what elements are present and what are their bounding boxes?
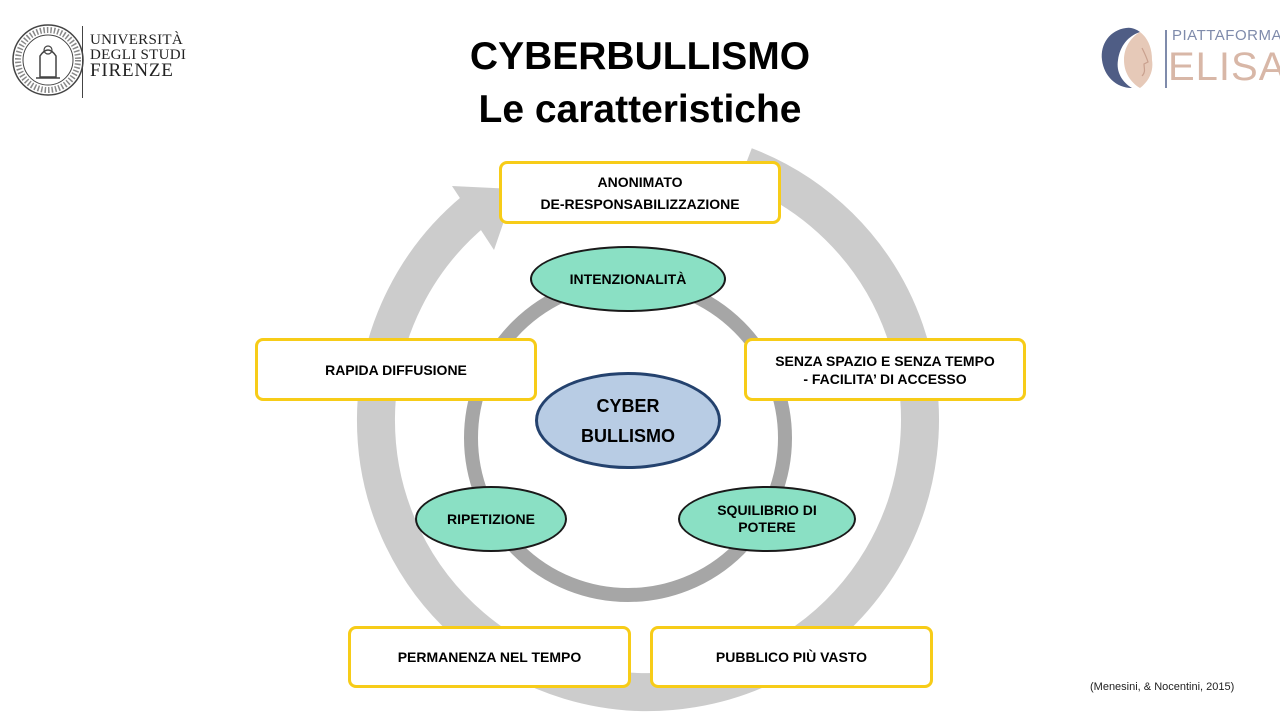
unifi-line-3: FIRENZE (90, 60, 174, 81)
box-senza-line-1: SENZA SPAZIO E SENZA TEMPO (775, 352, 995, 369)
box-senza-spazio: SENZA SPAZIO E SENZA TEMPO - FACILITA’ D… (744, 338, 1026, 401)
page-subtitle: Le caratteristiche (478, 88, 802, 131)
unifi-wordmark: UNIVERSITÀ DEGLI STUDI FIRENZE (90, 32, 187, 81)
box-anonimato-line-2: DE-RESPONSABILIZZAZIONE (540, 195, 740, 212)
ellipse-ripetizione: RIPETIZIONE (415, 486, 567, 552)
center-line-1: CYBER (596, 395, 660, 416)
box-rapida-diffusione: RAPIDA DIFFUSIONE (255, 338, 537, 401)
elisa-small-text: PIATTAFORMA (1172, 27, 1280, 44)
box-anonimato: ANONIMATO DE-RESPONSABILIZZAZIONE (499, 161, 781, 224)
box-permanenza: PERMANENZA NEL TEMPO (348, 626, 631, 688)
ellipse-intenzionalita: INTENZIONALITÀ (530, 246, 726, 312)
ellipse-intenzionalita-label: INTENZIONALITÀ (569, 270, 687, 287)
citation: (Menesini, & Nocentini, 2015) (1090, 681, 1235, 693)
center-cyberbullismo: CYBER BULLISMO (535, 372, 721, 469)
elisa-big-text: ELISA (1168, 45, 1280, 89)
box-permanenza-label: PERMANENZA NEL TEMPO (397, 649, 582, 665)
ellipse-ripetizione-label: RIPETIZIONE (447, 510, 535, 527)
elisa-face-icon (1101, 27, 1153, 89)
unifi-seal-icon (12, 24, 84, 96)
ellipse-squilibrio-line-1: SQUILIBRIO DI (717, 502, 817, 518)
box-anonimato-line-1: ANONIMATO (597, 173, 683, 190)
unifi-divider (82, 26, 83, 98)
unifi-line-1: UNIVERSITÀ (90, 32, 183, 48)
box-pubblico: PUBBLICO PIÙ VASTO (650, 626, 933, 688)
page-title: CYBERBULLISMO (469, 35, 811, 78)
elisa-divider (1165, 30, 1167, 88)
box-pubblico-label: PUBBLICO PIÙ VASTO (715, 649, 868, 665)
ellipse-squilibrio: SQUILIBRIO DI POTERE (678, 486, 856, 552)
elisa-logo (1096, 22, 1266, 94)
outer-cycle-arrow (357, 148, 939, 712)
unifi-logo (10, 22, 180, 100)
box-rapida-label: RAPIDA DIFFUSIONE (325, 361, 467, 378)
unifi-line-2: DEGLI STUDI (90, 47, 187, 63)
box-senza-line-2: - FACILITA’ DI ACCESSO (803, 370, 967, 387)
center-line-2: BULLISMO (581, 425, 675, 446)
ellipse-squilibrio-line-2: POTERE (738, 519, 796, 535)
